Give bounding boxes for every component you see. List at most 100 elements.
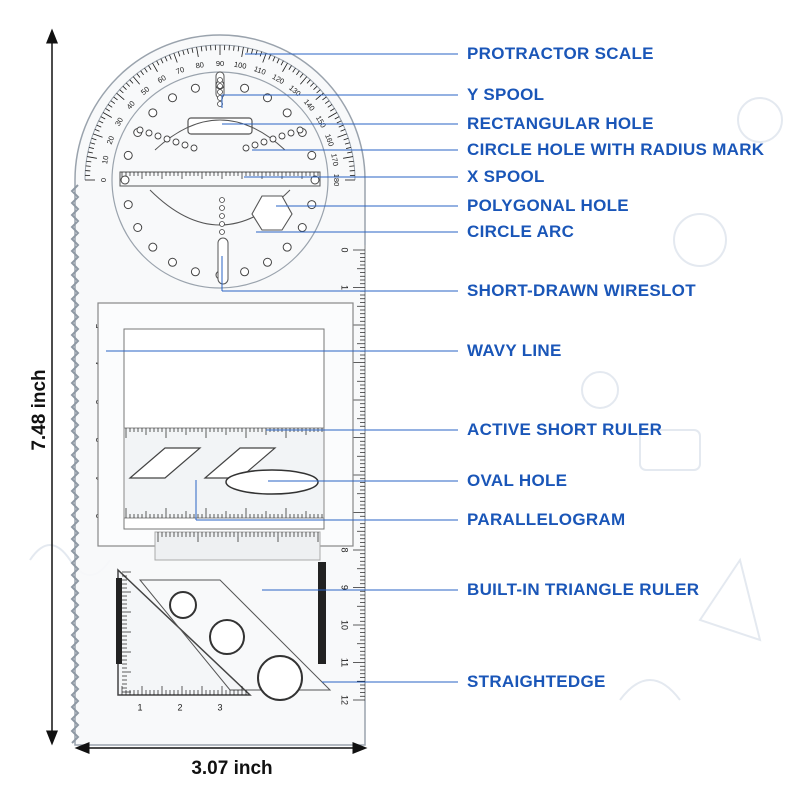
protractor-tick (191, 47, 194, 53)
protractor-angle-label: 60 (156, 73, 168, 85)
perimeter-hole (133, 223, 143, 232)
protractor-tick (282, 62, 288, 72)
perimeter-hole (168, 257, 177, 267)
width-dimension-label: 3.07 inch (191, 758, 273, 779)
protractor-tick (86, 160, 92, 163)
protractor-tick (129, 79, 134, 84)
perimeter-hole (263, 257, 272, 267)
short-ruler-ticks-bottom (125, 508, 323, 518)
perimeter-hole (148, 108, 158, 118)
protractor-tick (105, 108, 110, 112)
perimeter-hole (263, 93, 272, 103)
protractor-tick (113, 96, 118, 101)
triangle-circle-medium (209, 619, 245, 655)
protractor-tick (136, 73, 141, 78)
protractor-tick (86, 156, 97, 159)
right-ruler-ticks (353, 249, 365, 701)
perimeter-hole (168, 93, 177, 103)
right-ruler-label: 12 (340, 695, 350, 705)
protractor-tick (173, 53, 178, 63)
protractor-tick (330, 108, 335, 112)
protractor-tick (343, 137, 349, 141)
protractor-tick (160, 58, 164, 64)
radius-hole (190, 144, 198, 152)
protractor-tick (327, 104, 333, 108)
radius-hole (217, 83, 223, 89)
perimeter-hole (240, 267, 250, 277)
protractor-tick (310, 82, 315, 87)
protractor-angle-label: 170 (329, 153, 340, 167)
protractor-tick (276, 58, 280, 64)
protractor-tick (315, 92, 324, 100)
protractor-tick (316, 89, 321, 94)
protractor-tick (88, 146, 94, 149)
protractor-tick (299, 73, 304, 78)
perimeter-hole (123, 200, 133, 210)
perimeter-hole (240, 83, 250, 93)
protractor-tick (186, 48, 189, 54)
radius-hole (251, 141, 259, 149)
protractor-angle-label: 30 (113, 116, 125, 128)
right-ruler-label: 1 (340, 285, 350, 290)
radius-hole (296, 126, 304, 134)
protractor-tick (85, 165, 91, 167)
protractor-tick (91, 137, 97, 141)
radius-hole (219, 221, 225, 227)
protractor-tick (144, 67, 148, 73)
protractor-tick (93, 133, 103, 138)
protractor-tick (292, 67, 296, 73)
protractor-tick (348, 160, 354, 163)
protractor-tick (110, 100, 116, 104)
protractor-tick (251, 48, 254, 54)
protractor-tick (346, 146, 352, 149)
background-doodles (29, 97, 783, 701)
protractor-tick (328, 112, 338, 118)
perimeter-hole (307, 150, 317, 160)
protractor-tick (344, 142, 350, 145)
protractor-tick (152, 62, 158, 72)
protractor-tick (296, 70, 300, 76)
right-ruler-label: 10 (340, 620, 350, 630)
callout-polygonal-hole: POLYGONAL HOLE (467, 196, 629, 215)
callout-circle-arc: CIRCLE ARC (467, 222, 575, 241)
wavy-edge (70, 184, 80, 744)
circle-holes-with-radius-mark (136, 77, 304, 235)
protractor-tick (196, 46, 199, 57)
perimeter-hole (190, 83, 200, 93)
callout-y-spool: Y SPOOL (467, 85, 545, 104)
protractor-angle-label: 160 (323, 133, 336, 148)
protractor-tick (102, 112, 112, 118)
protractor-tick (156, 60, 160, 66)
protractor-tick (336, 120, 342, 124)
right-ruler-label: 9 (340, 585, 350, 590)
radius-hole (163, 135, 171, 143)
protractor-tick (96, 124, 102, 128)
perimeter-hole (310, 175, 320, 185)
protractor-tick (347, 151, 353, 154)
protractor-tick (98, 120, 104, 124)
protractor-tick (182, 50, 185, 56)
triangle-label: 1 (137, 702, 142, 712)
triangle-circle-large (257, 655, 303, 701)
radius-hole (172, 138, 180, 146)
triangle-ticks (121, 571, 247, 695)
protractor-tick (122, 85, 127, 90)
radius-hole (217, 77, 223, 83)
radius-hole (260, 138, 268, 146)
protractor-tick (324, 100, 330, 104)
protractor-ticks (85, 45, 355, 181)
callout-wavy-line: WAVY LINE (467, 341, 562, 360)
protractor-tick (322, 96, 327, 101)
protractor-tick (246, 47, 249, 53)
protractor-tick (300, 76, 308, 85)
protractor-tick (313, 85, 318, 90)
straightedge-left-bar (116, 578, 122, 664)
radius-hole (181, 141, 189, 149)
x-spool-bar (119, 171, 321, 187)
triangle-circle-small (169, 591, 197, 619)
radius-hole (219, 205, 225, 211)
protractor-angle-label: 180 (332, 174, 341, 187)
callout-circle-hole-radius: CIRCLE HOLE WITH RADIUS MARK (467, 140, 765, 159)
